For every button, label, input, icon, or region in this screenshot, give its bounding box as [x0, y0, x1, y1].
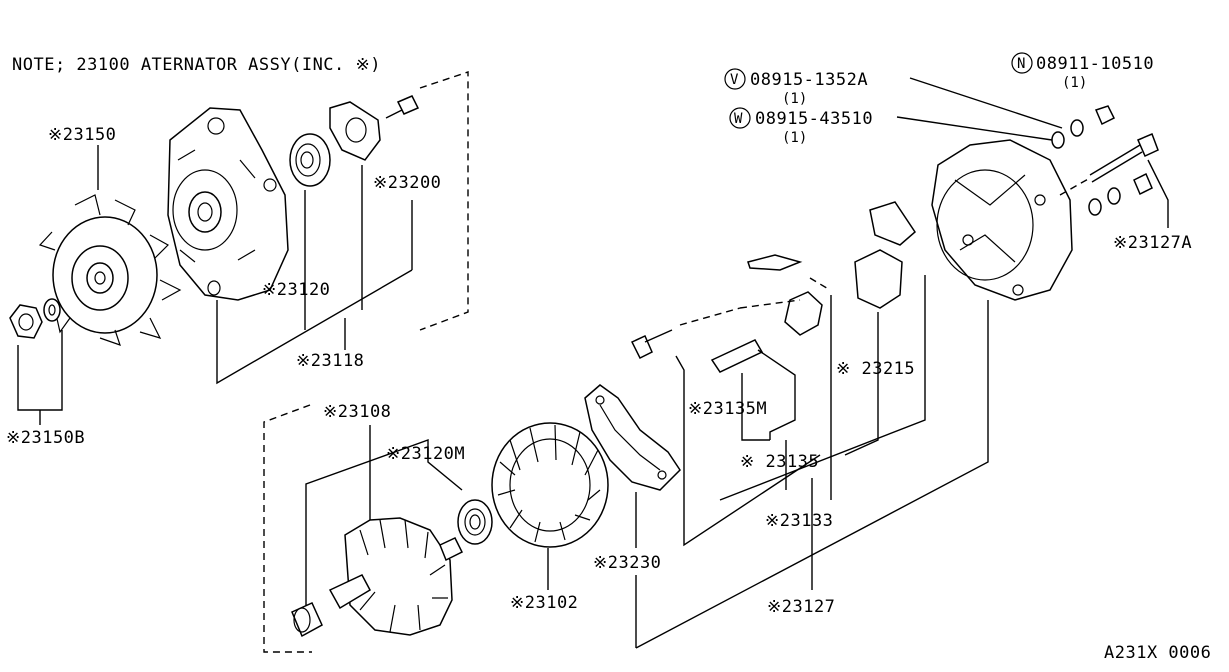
terminal-bolt-part — [630, 277, 831, 360]
fastener-n-letter: N — [1017, 56, 1025, 72]
fastener-w-letter: W — [734, 111, 743, 127]
callout-23200: ※23200 — [373, 173, 441, 193]
stator-part — [491, 422, 609, 548]
callout-23120m: ※23120M — [386, 444, 465, 464]
callout-23102: ※23102 — [510, 593, 578, 613]
callout-23127a: ※23127A — [1113, 233, 1192, 253]
fastener-w-qty: (1) — [782, 130, 807, 146]
fastener-v-qty: (1) — [782, 91, 807, 107]
callout-23120: ※23120 — [262, 280, 330, 300]
screw-part — [385, 95, 420, 119]
callout-23108: ※23108 — [323, 402, 391, 422]
fastener-w-part: 08915-43510 — [755, 109, 873, 129]
rear-bearing-part — [457, 499, 493, 545]
regulator-part — [854, 201, 916, 309]
nut-washer-part — [9, 298, 61, 339]
retainer-plate-part — [329, 101, 381, 161]
through-bolt-part — [1059, 133, 1159, 196]
rectifier-part — [584, 384, 681, 491]
fastener-n-qty: (1) — [1062, 75, 1087, 91]
front-bearing-part — [289, 133, 331, 187]
callout-23135m: ※23135M — [688, 399, 767, 419]
fastener-v-marker — [724, 68, 746, 90]
callout-23230: ※23230 — [593, 553, 661, 573]
front-housing-part — [167, 107, 289, 301]
callout-23215: ※ 23215 — [836, 359, 915, 379]
callout-23118: ※23118 — [296, 351, 364, 371]
callout-23127: ※23127 — [767, 597, 835, 617]
rear-cover-part — [931, 139, 1073, 301]
rotor-part — [328, 517, 464, 636]
fastener-n-part: 08911-10510 — [1036, 54, 1154, 74]
assembly-note: NOTE; 23100 ATERNATOR ASSY(INC. ※) — [12, 55, 381, 75]
callout-23133: ※23133 — [765, 511, 833, 531]
slip-ring-collar-part — [291, 602, 323, 638]
callout-23150: ※23150 — [48, 125, 116, 145]
callout-23135: ※ 23135 — [740, 452, 819, 472]
callout-23150b: ※23150B — [6, 428, 85, 448]
fastener-v-part: 08915-1352A — [750, 70, 868, 90]
drawing-code: A231X 0006 — [1104, 643, 1211, 663]
pulley-fan-part — [38, 194, 182, 346]
fastener-w-marker — [729, 107, 751, 129]
fastener-n-marker — [1011, 52, 1033, 74]
brush-holder-part — [710, 254, 823, 373]
washer-nut-set — [1051, 105, 1153, 216]
fastener-v-letter: V — [730, 72, 739, 88]
